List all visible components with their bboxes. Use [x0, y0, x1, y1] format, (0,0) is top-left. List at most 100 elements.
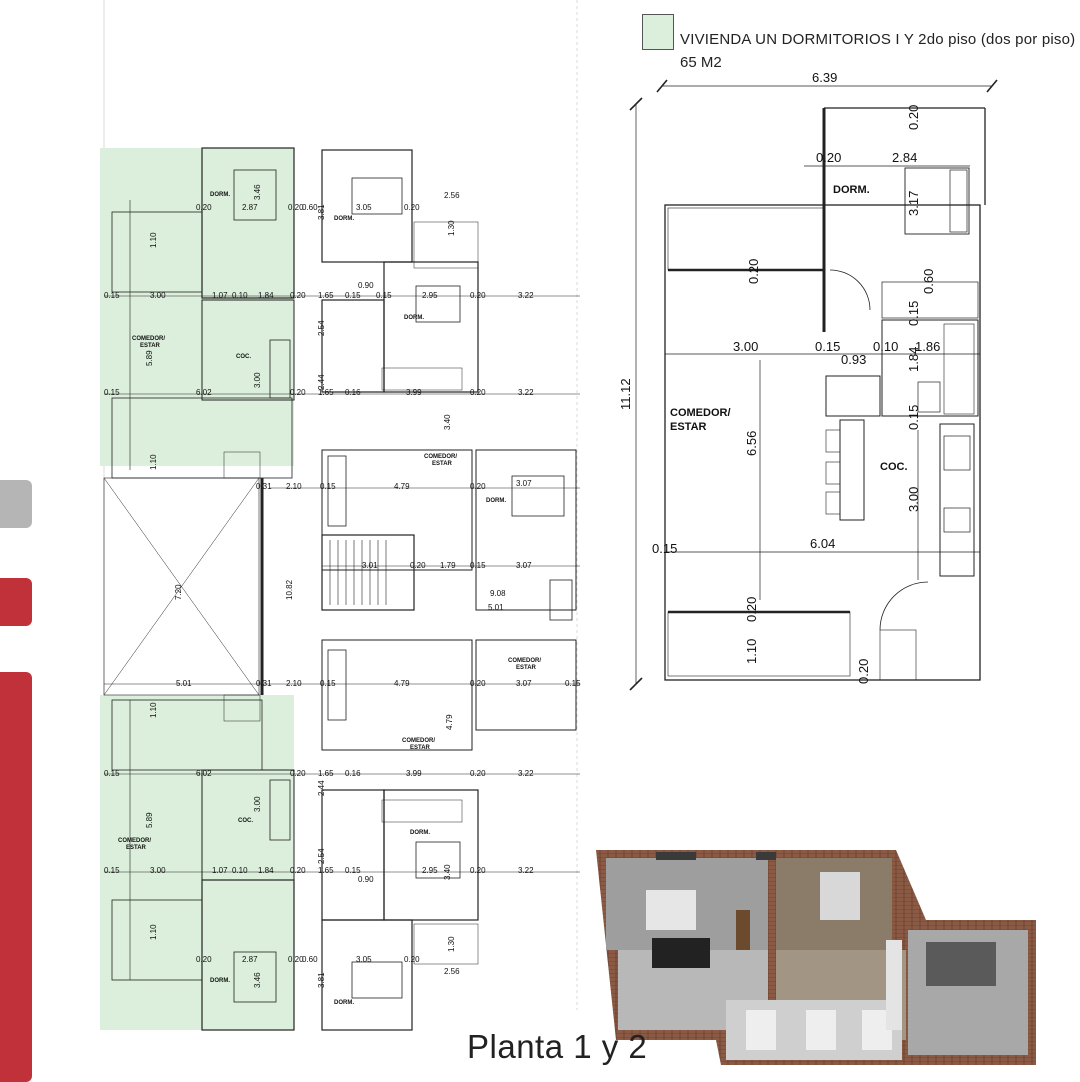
dimension: 3.07: [516, 679, 532, 688]
dimension: 3.22: [518, 866, 534, 875]
plan-title: Planta 1 y 2: [467, 1028, 648, 1065]
dimension: 0.10: [873, 339, 898, 354]
dimension: 0.20: [196, 203, 212, 212]
dimension: 1.84: [258, 866, 274, 875]
dimension: 0.20: [290, 291, 306, 300]
dimension: 0.20: [470, 482, 486, 491]
dimension: 0.10: [232, 291, 248, 300]
dimension: 4.79: [394, 679, 410, 688]
dimension: 5.01: [176, 679, 192, 688]
dimension: 0.16: [345, 388, 361, 397]
dimension: 1.10: [149, 702, 158, 718]
room-label: ESTAR: [126, 845, 147, 851]
dimension: 0.31: [256, 679, 272, 688]
dimension: 0.20: [470, 866, 486, 875]
dimension: 2.95: [422, 291, 438, 300]
dimension: 0.10: [232, 866, 248, 875]
dimension: 2.87: [242, 955, 258, 964]
dimension: 1.86: [915, 339, 940, 354]
dimension: 0.93: [841, 352, 866, 367]
side-tab-red[interactable]: [0, 578, 32, 626]
room-label: ESTAR: [410, 745, 431, 751]
room-label: COMEDOR/: [508, 658, 541, 664]
room-label: COMEDOR/: [118, 838, 151, 844]
dimension: 0.15: [376, 291, 392, 300]
dimension: 5.89: [145, 812, 154, 828]
dimension: 2.56: [444, 967, 460, 976]
dimension: 0.20: [856, 659, 871, 684]
dimension: 0.20: [290, 769, 306, 778]
dimension: 1.07: [212, 866, 228, 875]
dimension: 0.20: [470, 769, 486, 778]
dimension: 0.31: [256, 482, 272, 491]
dimension: 1.65: [318, 291, 334, 300]
dimension: 3.05: [356, 955, 372, 964]
dimension: 3.01: [362, 561, 378, 570]
room-label: COC.: [236, 354, 251, 360]
legend-text: VIVIENDA UN DORMITORIOS I Y 2do piso (do…: [680, 31, 1076, 48]
dimension: 0.15: [345, 866, 361, 875]
dimension: 0.60: [302, 955, 318, 964]
dimension: 2.56: [444, 191, 460, 200]
dimension: 0.15: [652, 541, 677, 556]
dimension: 0.15: [104, 866, 120, 875]
dimension: 5.01: [488, 603, 504, 612]
dimension: 0.60: [921, 269, 936, 294]
dimension: 3.46: [253, 184, 262, 200]
dimension: 7.20: [174, 584, 183, 600]
room-label: COMEDOR/: [402, 738, 435, 744]
room-label: DORM.: [404, 315, 424, 321]
dimension: 1.10: [149, 232, 158, 248]
dimension: 2.10: [286, 482, 302, 491]
dimension: 0.20: [470, 388, 486, 397]
dimension: 2.44: [317, 374, 326, 390]
room-label: COMEDOR/: [132, 336, 165, 342]
dimension: 1.84: [258, 291, 274, 300]
dimension: 2.54: [317, 320, 326, 336]
room-label: DORM.: [334, 1000, 354, 1006]
room-label-comedor: COMEDOR/: [670, 407, 731, 419]
dimension: 0.15: [565, 679, 581, 688]
dimension: 9.08: [490, 589, 506, 598]
dimension: 6.04: [810, 536, 835, 551]
dimension: 3.07: [516, 479, 532, 488]
dimension: 3.99: [406, 388, 422, 397]
dimension: 0.20: [404, 955, 420, 964]
dimension: 0.15: [470, 561, 486, 570]
dimension: 6.02: [196, 388, 212, 397]
dimension: 0.15: [345, 291, 361, 300]
dimension: 3.07: [516, 561, 532, 570]
room-label: ESTAR: [516, 665, 537, 671]
unit-shade-top: [100, 148, 294, 466]
dimension: 3.00: [253, 796, 262, 812]
dimension: 0.20: [404, 203, 420, 212]
side-tab-gray[interactable]: [0, 480, 32, 528]
dimension-total-width: 6.39: [812, 70, 837, 85]
dimension: 3.00: [906, 487, 921, 512]
room-label: DORM.: [210, 192, 230, 198]
dimension: 1.79: [440, 561, 456, 570]
dimension: 0.15: [320, 679, 336, 688]
dimension: 0.15: [104, 291, 120, 300]
dimension: 0.15: [906, 405, 921, 430]
dimension: 0.90: [358, 875, 374, 884]
dimension: 0.20: [906, 105, 921, 130]
dimension: 3.05: [356, 203, 372, 212]
dimension: 0.15: [104, 388, 120, 397]
dimension: 3.81: [317, 204, 326, 220]
room-label-dorm: DORM.: [833, 184, 870, 196]
dimension: 0.15: [815, 339, 840, 354]
dimension: 0.15: [906, 301, 921, 326]
dimension: 2.44: [317, 780, 326, 796]
side-panel-red: [0, 672, 32, 1082]
dimension: 2.95: [422, 866, 438, 875]
room-label: DORM.: [210, 978, 230, 984]
dimension: 0.20: [744, 597, 759, 622]
room-label-coc: COC.: [880, 461, 908, 473]
room-label: DORM.: [486, 498, 506, 504]
dimension: 1.65: [318, 866, 334, 875]
dimension: 3.81: [317, 972, 326, 988]
dimension-total-height: 11.12: [618, 378, 633, 410]
unit-plan: [629, 79, 998, 691]
